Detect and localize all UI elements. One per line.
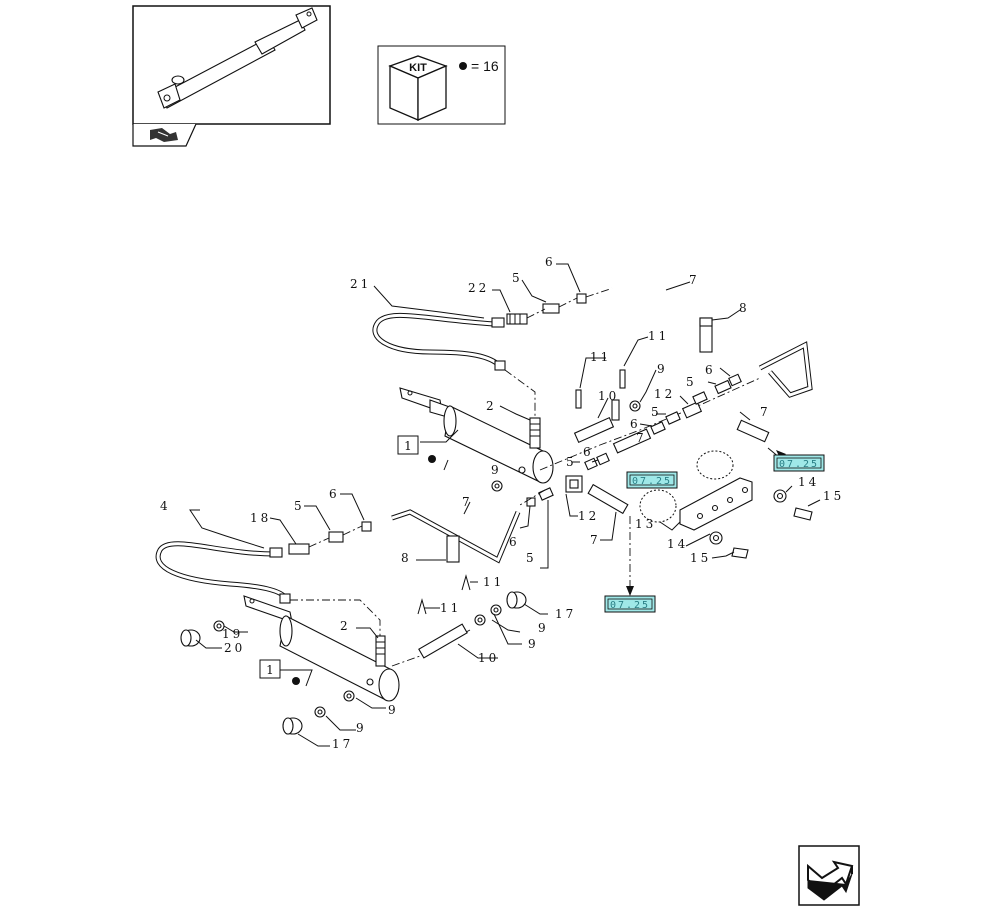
lower-small-parts <box>180 574 527 735</box>
callout-8: 8 <box>739 301 750 315</box>
part-label-box-upper: 1 <box>397 435 419 455</box>
callout-5: 5 <box>512 271 523 285</box>
callout-12: 12 <box>654 387 675 401</box>
lower-tube-assembly <box>391 509 521 564</box>
callout-9: 9 <box>491 463 502 477</box>
callout-8: 8 <box>401 551 412 565</box>
callout-7: 7 <box>689 273 700 287</box>
svg-text:1: 1 <box>404 439 412 453</box>
callout-13: 13 <box>635 517 656 531</box>
connection-line-lower <box>290 599 381 640</box>
callout-21: 21 <box>350 277 371 291</box>
callout-7: 7 <box>462 495 473 509</box>
thumbnail-frame <box>132 5 331 147</box>
callout-7: 7 <box>590 533 601 547</box>
callout-5: 5 <box>651 405 662 419</box>
callout-4: 4 <box>160 499 171 513</box>
upper-hose <box>372 312 506 371</box>
ref-arrow-down <box>626 586 634 596</box>
connection-line <box>504 369 536 420</box>
callout-9: 9 <box>388 703 399 717</box>
callout-6: 6 <box>509 535 520 549</box>
callout-9: 9 <box>657 362 668 376</box>
callout-11: 11 <box>483 575 504 589</box>
callout-15: 15 <box>823 489 844 503</box>
callout-17: 17 <box>555 607 576 621</box>
kit-dot-icon <box>459 62 467 70</box>
kit-equals-label: = 16 <box>471 58 499 74</box>
callout-6: 6 <box>705 363 716 377</box>
center-fittings <box>491 369 786 515</box>
svg-text:1: 1 <box>266 663 274 677</box>
kit-box-icon: KIT <box>388 55 448 121</box>
part-label-box-lower: 1 <box>259 659 281 679</box>
kit-marker-icon <box>292 677 300 685</box>
callout-numbers: 21 22 5 6 7 8 11 11 9 10 2 6 5 12 5 7 6 … <box>160 255 844 751</box>
reference-box-lower[interactable]: 07.25 <box>604 595 656 613</box>
next-page-button[interactable] <box>798 845 860 906</box>
callout-11: 11 <box>440 601 461 615</box>
svg-text:07.25: 07.25 <box>610 600 650 611</box>
callout-9: 9 <box>528 637 539 651</box>
callout-20: 20 <box>224 641 245 655</box>
callout-10: 10 <box>598 389 619 403</box>
kit-legend: KIT = 16 <box>377 45 506 125</box>
callout-7: 7 <box>760 405 771 419</box>
callout-12: 12 <box>578 509 599 523</box>
svg-text:07.25: 07.25 <box>779 459 819 470</box>
callout-5: 5 <box>686 375 697 389</box>
leader-lines <box>189 263 821 747</box>
svg-text:07.25: 07.25 <box>632 476 672 487</box>
kit-marker-icon <box>428 455 436 463</box>
callout-6: 6 <box>583 445 594 459</box>
callout-2: 2 <box>340 619 351 633</box>
callout-11: 11 <box>590 350 611 364</box>
callout-22: 22 <box>468 281 489 295</box>
book-navigation-icon[interactable] <box>150 128 178 142</box>
callout-11: 11 <box>648 329 669 343</box>
lower-hose <box>155 521 372 604</box>
callout-5: 5 <box>294 499 305 513</box>
lower-hydraulic-cylinder <box>243 595 400 702</box>
upper-hydraulic-cylinder <box>399 387 554 484</box>
callout-14: 14 <box>798 475 819 489</box>
callout-2: 2 <box>486 399 497 413</box>
thumbnail-cylinder-image <box>157 7 318 109</box>
callout-6: 6 <box>545 255 556 269</box>
callout-6: 6 <box>630 417 641 431</box>
upper-tube-assembly <box>611 282 813 398</box>
callout-18: 18 <box>250 511 271 525</box>
callout-5: 5 <box>566 455 577 469</box>
callout-10: 10 <box>478 651 499 665</box>
callout-6: 6 <box>329 487 340 501</box>
callout-9: 9 <box>356 721 367 735</box>
callout-19: 19 <box>222 627 243 641</box>
callout-17: 17 <box>332 737 353 751</box>
upper-fittings-row <box>506 288 611 325</box>
callout-9: 9 <box>538 621 549 635</box>
isolator-bracket-assembly <box>639 450 813 559</box>
reference-box-upper-right[interactable]: 07.25 <box>773 454 825 472</box>
callout-15: 15 <box>690 551 711 565</box>
callout-14: 14 <box>667 537 688 551</box>
reference-box-middle[interactable]: 07.25 <box>626 471 678 489</box>
callout-7: 7 <box>636 431 647 445</box>
kit-label: KIT <box>409 62 427 74</box>
callout-5: 5 <box>526 551 537 565</box>
